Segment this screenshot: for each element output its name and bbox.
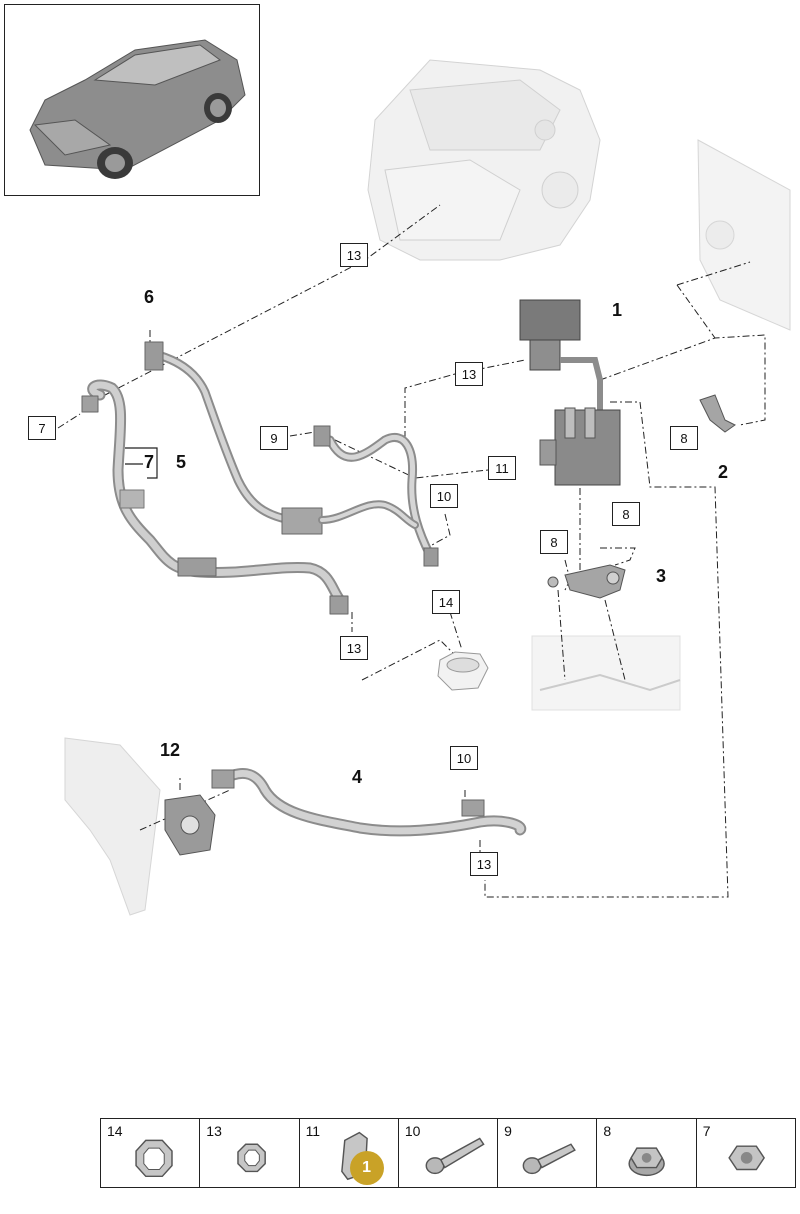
strip-number: 7 bbox=[702, 1123, 711, 1139]
callout-8-a: 8 bbox=[540, 530, 568, 554]
strip-cell-8[interactable]: 8 bbox=[597, 1119, 697, 1187]
small-parts-strip: 14 13 11 1 10 9 8 bbox=[100, 1118, 796, 1188]
bulkhead-illustration bbox=[64, 737, 161, 916]
car-icon bbox=[29, 39, 246, 179]
strip-number: 11 bbox=[305, 1123, 321, 1139]
group-bracket-icon bbox=[125, 447, 158, 479]
label-part-6: 6 bbox=[144, 287, 155, 307]
quantity-badge: 1 bbox=[349, 1151, 384, 1185]
callout-13-low: 13 bbox=[340, 636, 368, 660]
bracket-2-part[interactable] bbox=[699, 394, 736, 433]
engine-illustration bbox=[367, 59, 601, 261]
vehicle-thumbnail bbox=[4, 4, 260, 196]
callout-9: 9 bbox=[260, 426, 288, 450]
label-part-2: 2 bbox=[718, 462, 729, 482]
strip-number: 9 bbox=[504, 1123, 512, 1139]
callout-7-left: 7 bbox=[28, 416, 56, 440]
grommet-part[interactable] bbox=[437, 651, 489, 691]
flange-nut-icon bbox=[628, 1147, 666, 1177]
leader-lines bbox=[57, 204, 766, 898]
label-part-3: 3 bbox=[656, 566, 667, 586]
strip-cell-9[interactable]: 9 bbox=[498, 1119, 598, 1187]
callout-11: 11 bbox=[488, 456, 516, 480]
bracket-3-part[interactable] bbox=[547, 564, 626, 599]
bolt-icon bbox=[522, 1143, 577, 1175]
body-panel-illustration bbox=[697, 139, 791, 331]
label-part-4: 4 bbox=[352, 767, 363, 787]
callout-10-low: 10 bbox=[450, 746, 478, 770]
small-hose-part[interactable] bbox=[313, 425, 439, 567]
strip-number: 14 bbox=[107, 1123, 123, 1139]
callout-8-b: 8 bbox=[612, 502, 640, 526]
hose-assembly-part[interactable] bbox=[81, 341, 349, 615]
callout-8-right: 8 bbox=[670, 426, 698, 450]
strip-cell-13[interactable]: 13 bbox=[200, 1119, 300, 1187]
label-part-1: 1 bbox=[612, 300, 623, 320]
long-bolt-icon bbox=[425, 1137, 485, 1175]
strip-number: 8 bbox=[603, 1123, 612, 1139]
underbody-panel-illustration bbox=[531, 635, 681, 711]
strip-cell-11[interactable]: 11 1 bbox=[300, 1119, 399, 1187]
strip-number: 10 bbox=[404, 1123, 421, 1139]
callout-13-mid: 13 bbox=[455, 362, 483, 386]
callout-13-engine: 13 bbox=[340, 243, 368, 267]
lower-pipe-part[interactable] bbox=[211, 768, 527, 837]
octagon-washer-icon bbox=[237, 1143, 267, 1173]
callout-14: 14 bbox=[432, 590, 460, 614]
callout-10-mid: 10 bbox=[430, 484, 458, 508]
bracket-icon bbox=[340, 1131, 368, 1181]
label-part-7: 7 bbox=[144, 452, 155, 472]
flange-seal-part[interactable] bbox=[164, 794, 216, 856]
thick-octagon-washer-icon bbox=[135, 1139, 173, 1178]
strip-cell-14[interactable]: 14 bbox=[101, 1119, 201, 1187]
strip-number: 13 bbox=[206, 1123, 222, 1139]
callout-13-bottom: 13 bbox=[470, 852, 498, 876]
label-part-5: 5 bbox=[176, 452, 187, 472]
strip-cell-7[interactable]: 7 bbox=[697, 1119, 795, 1187]
hex-nut-icon bbox=[727, 1145, 765, 1171]
label-part-12: 12 bbox=[160, 740, 181, 760]
valve-unit-part[interactable] bbox=[519, 299, 621, 486]
strip-cell-10[interactable]: 10 bbox=[399, 1119, 499, 1187]
